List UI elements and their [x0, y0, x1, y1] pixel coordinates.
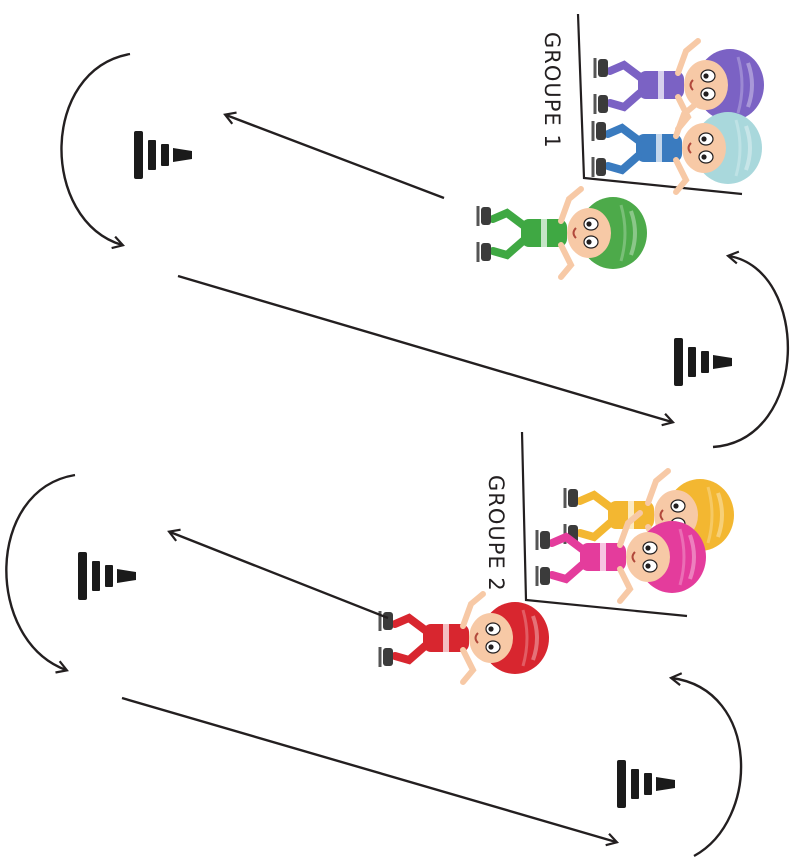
- cone-icon: [674, 338, 732, 386]
- curve-arrow-top-2: [5, 473, 76, 674]
- skater-green: [478, 189, 647, 277]
- waiting-area-1: [576, 13, 743, 196]
- group-1-label: GROUPE 1: [540, 32, 564, 149]
- arrow-out-2: [167, 528, 389, 620]
- cone-icon: [617, 760, 675, 808]
- skater-red: [380, 594, 549, 682]
- waiting-area-2: [520, 431, 688, 618]
- curve-arrow-bottom-1: [712, 250, 790, 449]
- cone-icon: [134, 131, 192, 179]
- curve-arrow-bottom-2: [668, 672, 743, 858]
- arrow-out-1: [223, 111, 445, 200]
- waiting-skater-lightblue: [593, 104, 762, 192]
- cone-icon: [78, 552, 136, 600]
- group-2-label: GROUPE 2: [484, 475, 508, 592]
- curve-arrow-top-1: [60, 52, 131, 250]
- arrow-back-1: [177, 274, 676, 427]
- arrow-back-2: [121, 696, 620, 847]
